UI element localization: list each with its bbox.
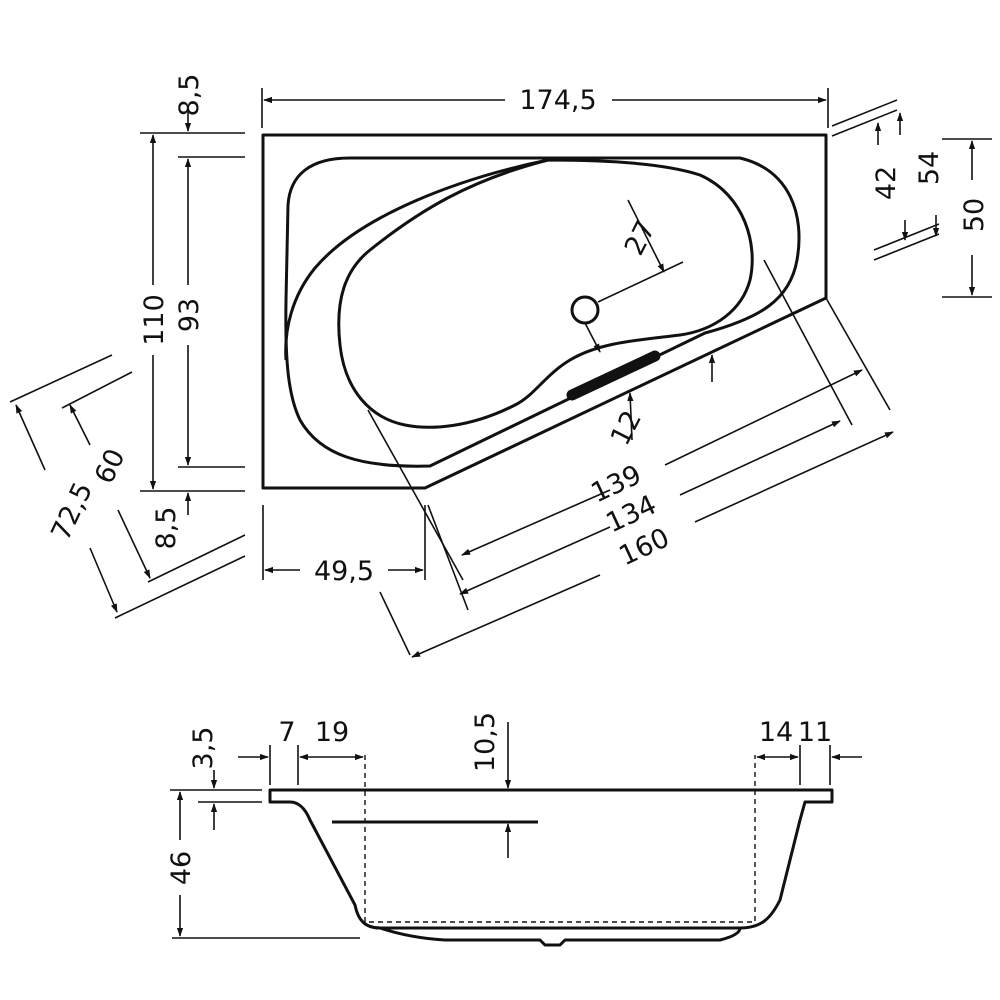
handle-icon xyxy=(566,350,661,401)
dim-right-a: 14 xyxy=(759,717,793,748)
drain-icon xyxy=(570,295,600,325)
dim-left-b: 19 xyxy=(315,717,349,748)
side-inner-dashed xyxy=(364,755,756,923)
dim-right-large: 50 xyxy=(959,198,990,232)
dim-left-diag-inner: 60 xyxy=(89,444,132,488)
side-rim xyxy=(268,788,834,930)
tub-middle-contour xyxy=(284,156,801,468)
tub-inner-basin xyxy=(337,158,754,429)
dim-left-diag-outer: 72,5 xyxy=(46,478,100,546)
side-view xyxy=(268,755,834,947)
dim-rim: 3,5 xyxy=(188,727,219,770)
dim-width-total: 174,5 xyxy=(519,85,596,116)
dim-right-b: 11 xyxy=(798,717,832,748)
side-view-dimensions: 3,5 46 7 19 10,5 14 11 xyxy=(166,712,862,939)
top-view-dimensions: 174,5 8,5 110 93 8,5 49,5 42 xyxy=(9,74,992,658)
dim-inner-height: 93 xyxy=(174,298,205,332)
dim-overflow: 10,5 xyxy=(470,712,501,772)
dim-handle: 12 xyxy=(605,406,648,451)
tub-outer-rim xyxy=(261,133,828,490)
tub-backrest-curve xyxy=(284,158,549,361)
side-bottom xyxy=(379,926,742,947)
dim-height-total: 110 xyxy=(139,294,170,346)
dim-margin-top: 8,5 xyxy=(174,74,205,117)
dim-left-offset: 49,5 xyxy=(314,556,374,587)
dim-left-a: 7 xyxy=(278,717,295,748)
dim-depth: 46 xyxy=(166,851,197,885)
dim-right-small: 42 xyxy=(871,166,902,200)
top-view xyxy=(261,133,828,490)
dim-margin-bottom: 8,5 xyxy=(151,507,182,550)
dim-right-medium: 54 xyxy=(914,151,945,185)
